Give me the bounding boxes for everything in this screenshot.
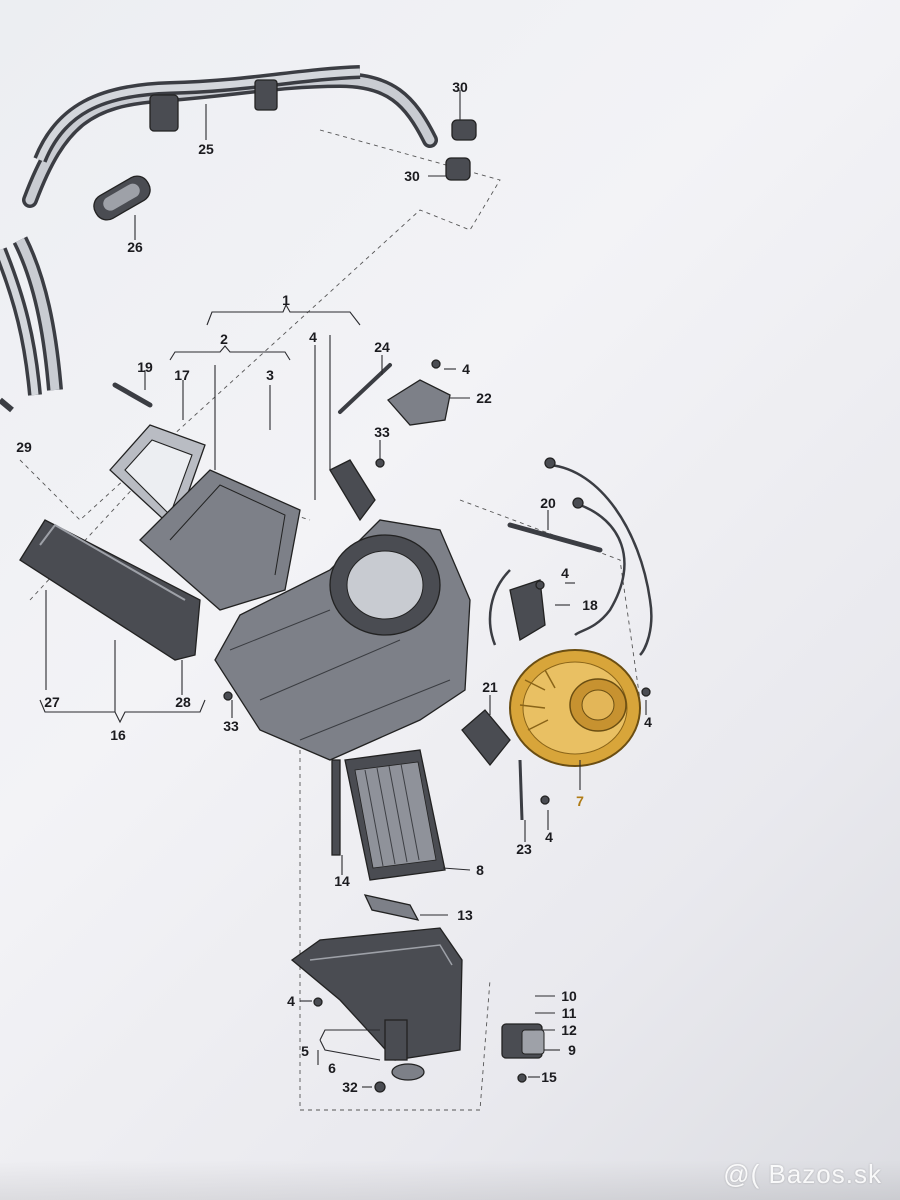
label-4: 4 xyxy=(309,329,317,345)
label-4: 4 xyxy=(287,993,295,1009)
label-24: 24 xyxy=(374,339,390,355)
label-15: 15 xyxy=(541,1069,557,1085)
watermark: @( Bazos.sk xyxy=(723,1159,882,1189)
label-25: 25 xyxy=(198,141,214,157)
label-33: 33 xyxy=(374,424,390,440)
expansion-valve-9 xyxy=(501,1023,545,1059)
label-4: 4 xyxy=(462,361,470,377)
evaporator-8 xyxy=(331,749,446,881)
label-27: 27 xyxy=(44,694,60,710)
label-19: 19 xyxy=(137,359,153,375)
label-12: 12 xyxy=(561,1022,577,1038)
label-13: 13 xyxy=(457,907,473,923)
lower-tray-5 xyxy=(290,927,463,1081)
mount-22 xyxy=(338,363,451,426)
intake-housing-2 xyxy=(139,469,301,611)
label-7: 7 xyxy=(576,793,584,809)
label-26: 26 xyxy=(127,239,143,255)
seal-26 xyxy=(93,175,151,221)
label-2: 2 xyxy=(220,331,228,347)
label-11: 11 xyxy=(562,1005,577,1021)
label-28: 28 xyxy=(175,694,191,710)
label-18: 18 xyxy=(582,597,598,613)
label-29: 29 xyxy=(16,439,32,455)
label-5: 5 xyxy=(301,1043,309,1059)
label-6: 6 xyxy=(328,1060,336,1076)
label-3: 3 xyxy=(266,367,274,383)
caps-30 xyxy=(445,119,477,181)
label-30: 30 xyxy=(452,79,468,95)
side-cover-16 xyxy=(19,519,201,661)
wiring-20 xyxy=(488,457,653,656)
bracket-13 xyxy=(363,894,420,921)
label-4: 4 xyxy=(561,565,569,581)
label-1: 1 xyxy=(282,292,290,308)
label-22: 22 xyxy=(476,390,492,406)
main-housing-1 xyxy=(214,459,471,761)
label-9: 9 xyxy=(568,1042,576,1058)
label-4: 4 xyxy=(644,714,652,730)
screen-bottom-edge xyxy=(0,1160,900,1200)
label-17: 17 xyxy=(174,367,190,383)
label-10: 10 xyxy=(561,988,577,1004)
hose-assembly xyxy=(0,65,438,396)
controller-18 xyxy=(509,579,546,642)
blower-motor-7 xyxy=(509,649,641,767)
label-33: 33 xyxy=(223,718,239,734)
label-23: 23 xyxy=(516,841,532,857)
label-21: 21 xyxy=(482,679,498,695)
part-labels: 1 2 3 4 4 4 4 4 4 5 6 7 8 9 10 11 12 13 … xyxy=(16,79,652,1095)
label-4: 4 xyxy=(545,829,553,845)
label-16: 16 xyxy=(110,727,126,743)
label-32: 32 xyxy=(342,1079,358,1095)
small-bolts xyxy=(0,359,651,1093)
label-30: 30 xyxy=(404,168,420,184)
bracket-21 xyxy=(461,709,524,821)
label-14: 14 xyxy=(334,873,350,889)
leader-lines xyxy=(39,90,647,1088)
label-20: 20 xyxy=(540,495,556,511)
label-8: 8 xyxy=(476,862,484,878)
